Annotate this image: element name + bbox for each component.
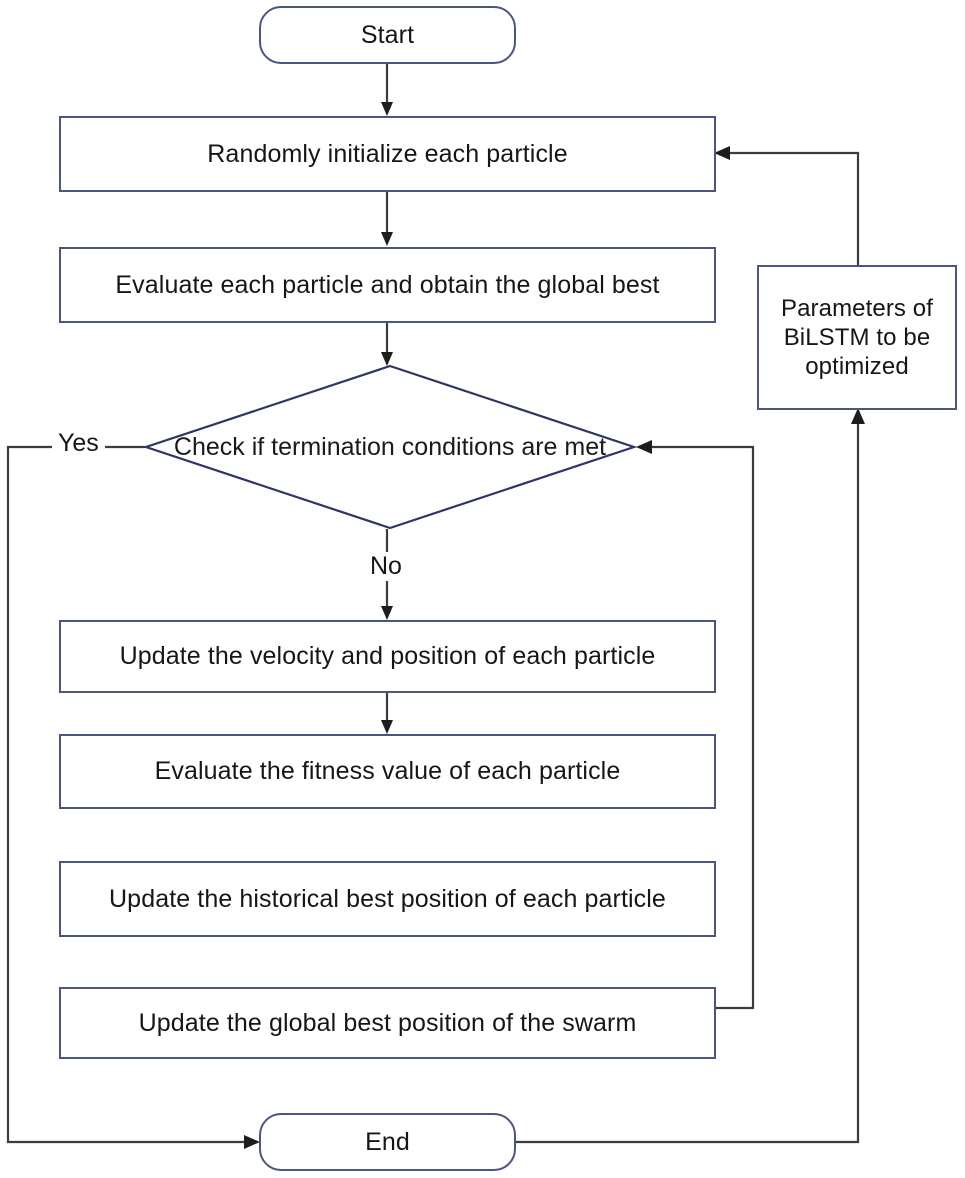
node-randomly-initialize-label: Randomly initialize each particle bbox=[207, 139, 568, 168]
node-update-global-best[interactable]: Update the global best position of the s… bbox=[59, 987, 716, 1059]
parameters-line-2: BiLSTM to be bbox=[783, 323, 931, 351]
edge-parameters-to-init bbox=[714, 146, 860, 265]
node-update-historical-best-label: Update the historical best position of e… bbox=[109, 884, 666, 913]
node-start-label: Start bbox=[360, 20, 415, 49]
node-parameters-bilstm[interactable]: Parameters of BiLSTM to be optimized bbox=[757, 265, 957, 410]
node-update-velocity-position-label: Update the velocity and position of each… bbox=[119, 642, 656, 671]
edge-start-to-init bbox=[381, 64, 393, 116]
node-update-global-best-label: Update the global best position of the s… bbox=[138, 1008, 637, 1037]
node-end[interactable]: End bbox=[259, 1113, 516, 1171]
edge-init-to-evaluate-global bbox=[381, 192, 393, 246]
edge-label-yes: Yes bbox=[52, 431, 105, 456]
node-update-velocity-position[interactable]: Update the velocity and position of each… bbox=[59, 620, 716, 693]
edge-label-no: No bbox=[365, 552, 407, 581]
node-termination-decision[interactable]: Check if termination conditions are met bbox=[142, 364, 638, 530]
node-evaluate-global-best-label: Evaluate each particle and obtain the gl… bbox=[115, 270, 660, 299]
node-start[interactable]: Start bbox=[259, 6, 516, 64]
parameters-line-1: Parameters of bbox=[780, 294, 934, 322]
node-evaluate-fitness[interactable]: Evaluate the fitness value of each parti… bbox=[59, 734, 716, 809]
node-evaluate-fitness-label: Evaluate the fitness value of each parti… bbox=[154, 757, 621, 786]
node-evaluate-global-best[interactable]: Evaluate each particle and obtain the gl… bbox=[59, 247, 716, 323]
edge-end-to-parameters bbox=[516, 408, 865, 1144]
edge-evaluate-global-to-decision bbox=[381, 323, 393, 366]
edge-update-global-to-decision-feedback bbox=[636, 440, 755, 1010]
node-end-label: End bbox=[365, 1127, 410, 1156]
decision-diamond-shape bbox=[142, 364, 638, 530]
parameters-line-3: optimized bbox=[805, 353, 909, 381]
node-update-historical-best[interactable]: Update the historical best position of e… bbox=[59, 861, 716, 937]
edge-update-velocity-to-evaluate-fitness bbox=[381, 693, 393, 734]
node-randomly-initialize[interactable]: Randomly initialize each particle bbox=[59, 116, 716, 192]
